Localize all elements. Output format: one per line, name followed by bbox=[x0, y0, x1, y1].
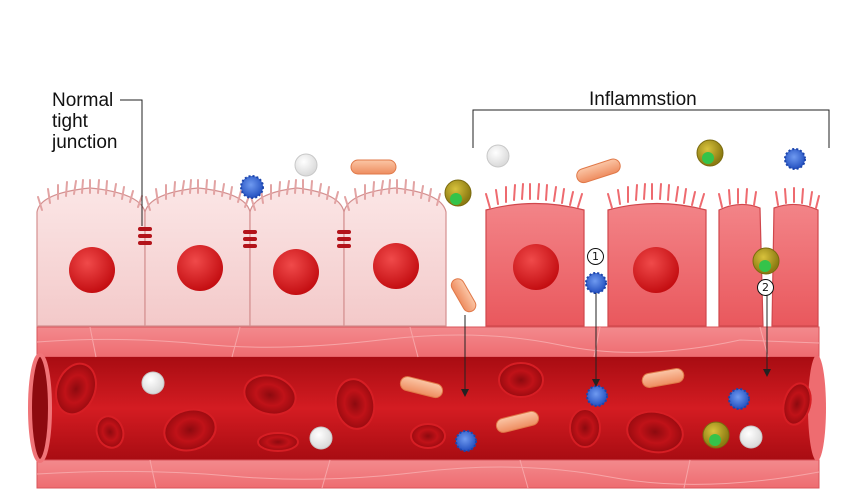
bacterium bbox=[576, 158, 621, 184]
virus-crossing bbox=[585, 272, 607, 294]
nucleus bbox=[177, 245, 223, 291]
nucleus bbox=[513, 244, 559, 290]
nucleus bbox=[373, 243, 419, 289]
nucleus bbox=[273, 249, 319, 295]
red-blood-cell bbox=[498, 362, 544, 398]
macrophage bbox=[702, 421, 730, 449]
nucleus bbox=[633, 247, 679, 293]
white-particle bbox=[294, 153, 318, 177]
bacterium bbox=[350, 159, 397, 175]
tight-junction bbox=[243, 237, 257, 241]
macrophage bbox=[696, 139, 724, 167]
label-line: tight bbox=[52, 111, 88, 132]
tight-junction bbox=[337, 244, 351, 248]
annotations bbox=[120, 99, 830, 397]
red-blood-cell bbox=[163, 408, 217, 452]
virus bbox=[784, 148, 806, 170]
tight-junction bbox=[243, 230, 257, 234]
inflammation-bracket bbox=[472, 109, 830, 148]
tight-junction bbox=[337, 230, 351, 234]
pathway-marker-1: 1 bbox=[587, 248, 604, 265]
bacterium bbox=[641, 368, 685, 388]
inflamed-microvilli bbox=[485, 183, 820, 209]
bacterium bbox=[399, 376, 444, 399]
label-line: junction bbox=[52, 132, 118, 153]
tight-junction bbox=[243, 244, 257, 248]
vessel-lower-wall bbox=[36, 459, 820, 489]
virus bbox=[240, 175, 264, 199]
normal-tight-junction-label: Normal tight junction bbox=[52, 90, 118, 153]
white-particle bbox=[309, 426, 333, 450]
red-blood-cell bbox=[410, 423, 446, 449]
microvilli bbox=[37, 179, 441, 211]
virus bbox=[728, 388, 750, 410]
red-blood-cell bbox=[782, 382, 812, 426]
red-blood-cell bbox=[569, 408, 601, 448]
red-blood-cell bbox=[55, 362, 97, 416]
bacterium bbox=[495, 410, 540, 433]
tight-junction bbox=[337, 237, 351, 241]
white-particle bbox=[486, 144, 510, 168]
macrophage bbox=[444, 179, 472, 207]
vessel-cross-section-left bbox=[28, 353, 52, 463]
white-particle bbox=[141, 371, 165, 395]
lumen-particles bbox=[240, 139, 806, 313]
red-blood-cell bbox=[334, 378, 376, 430]
tight-junction bbox=[138, 241, 152, 245]
label-line: Normal bbox=[52, 90, 114, 111]
white-particle bbox=[739, 425, 763, 449]
inflamed-epithelial-cell bbox=[718, 203, 764, 327]
healthy-nuclei bbox=[69, 243, 419, 295]
bacterium-crossing bbox=[450, 278, 477, 313]
vessel-end-right bbox=[808, 355, 826, 461]
nucleus bbox=[69, 247, 115, 293]
virus bbox=[455, 430, 477, 452]
inflammation-label: Inflammstion bbox=[589, 89, 697, 110]
tight-junction bbox=[138, 234, 152, 238]
red-blood-cell bbox=[626, 410, 684, 454]
pathway-marker-2: 2 bbox=[757, 279, 774, 296]
macrophage-crossing bbox=[752, 247, 780, 275]
vessel-upper-wall bbox=[36, 326, 820, 358]
blood-vessel bbox=[28, 326, 826, 489]
vessel-wall-texture bbox=[36, 326, 820, 489]
inflamed-nuclei bbox=[513, 244, 679, 293]
red-blood-cell bbox=[95, 415, 125, 449]
inflamed-epithelial-cell bbox=[771, 203, 819, 327]
red-blood-cell bbox=[243, 374, 297, 416]
tight-junctions bbox=[138, 227, 351, 248]
virus bbox=[586, 385, 608, 407]
healthy-epithelium bbox=[36, 179, 447, 327]
blood-particles bbox=[141, 368, 763, 452]
red-blood-cells bbox=[55, 362, 812, 454]
tight-junction bbox=[138, 227, 152, 231]
inflamed-epithelium bbox=[485, 183, 820, 327]
tight-junction-leader-line bbox=[120, 99, 143, 226]
red-blood-cell bbox=[257, 432, 299, 452]
